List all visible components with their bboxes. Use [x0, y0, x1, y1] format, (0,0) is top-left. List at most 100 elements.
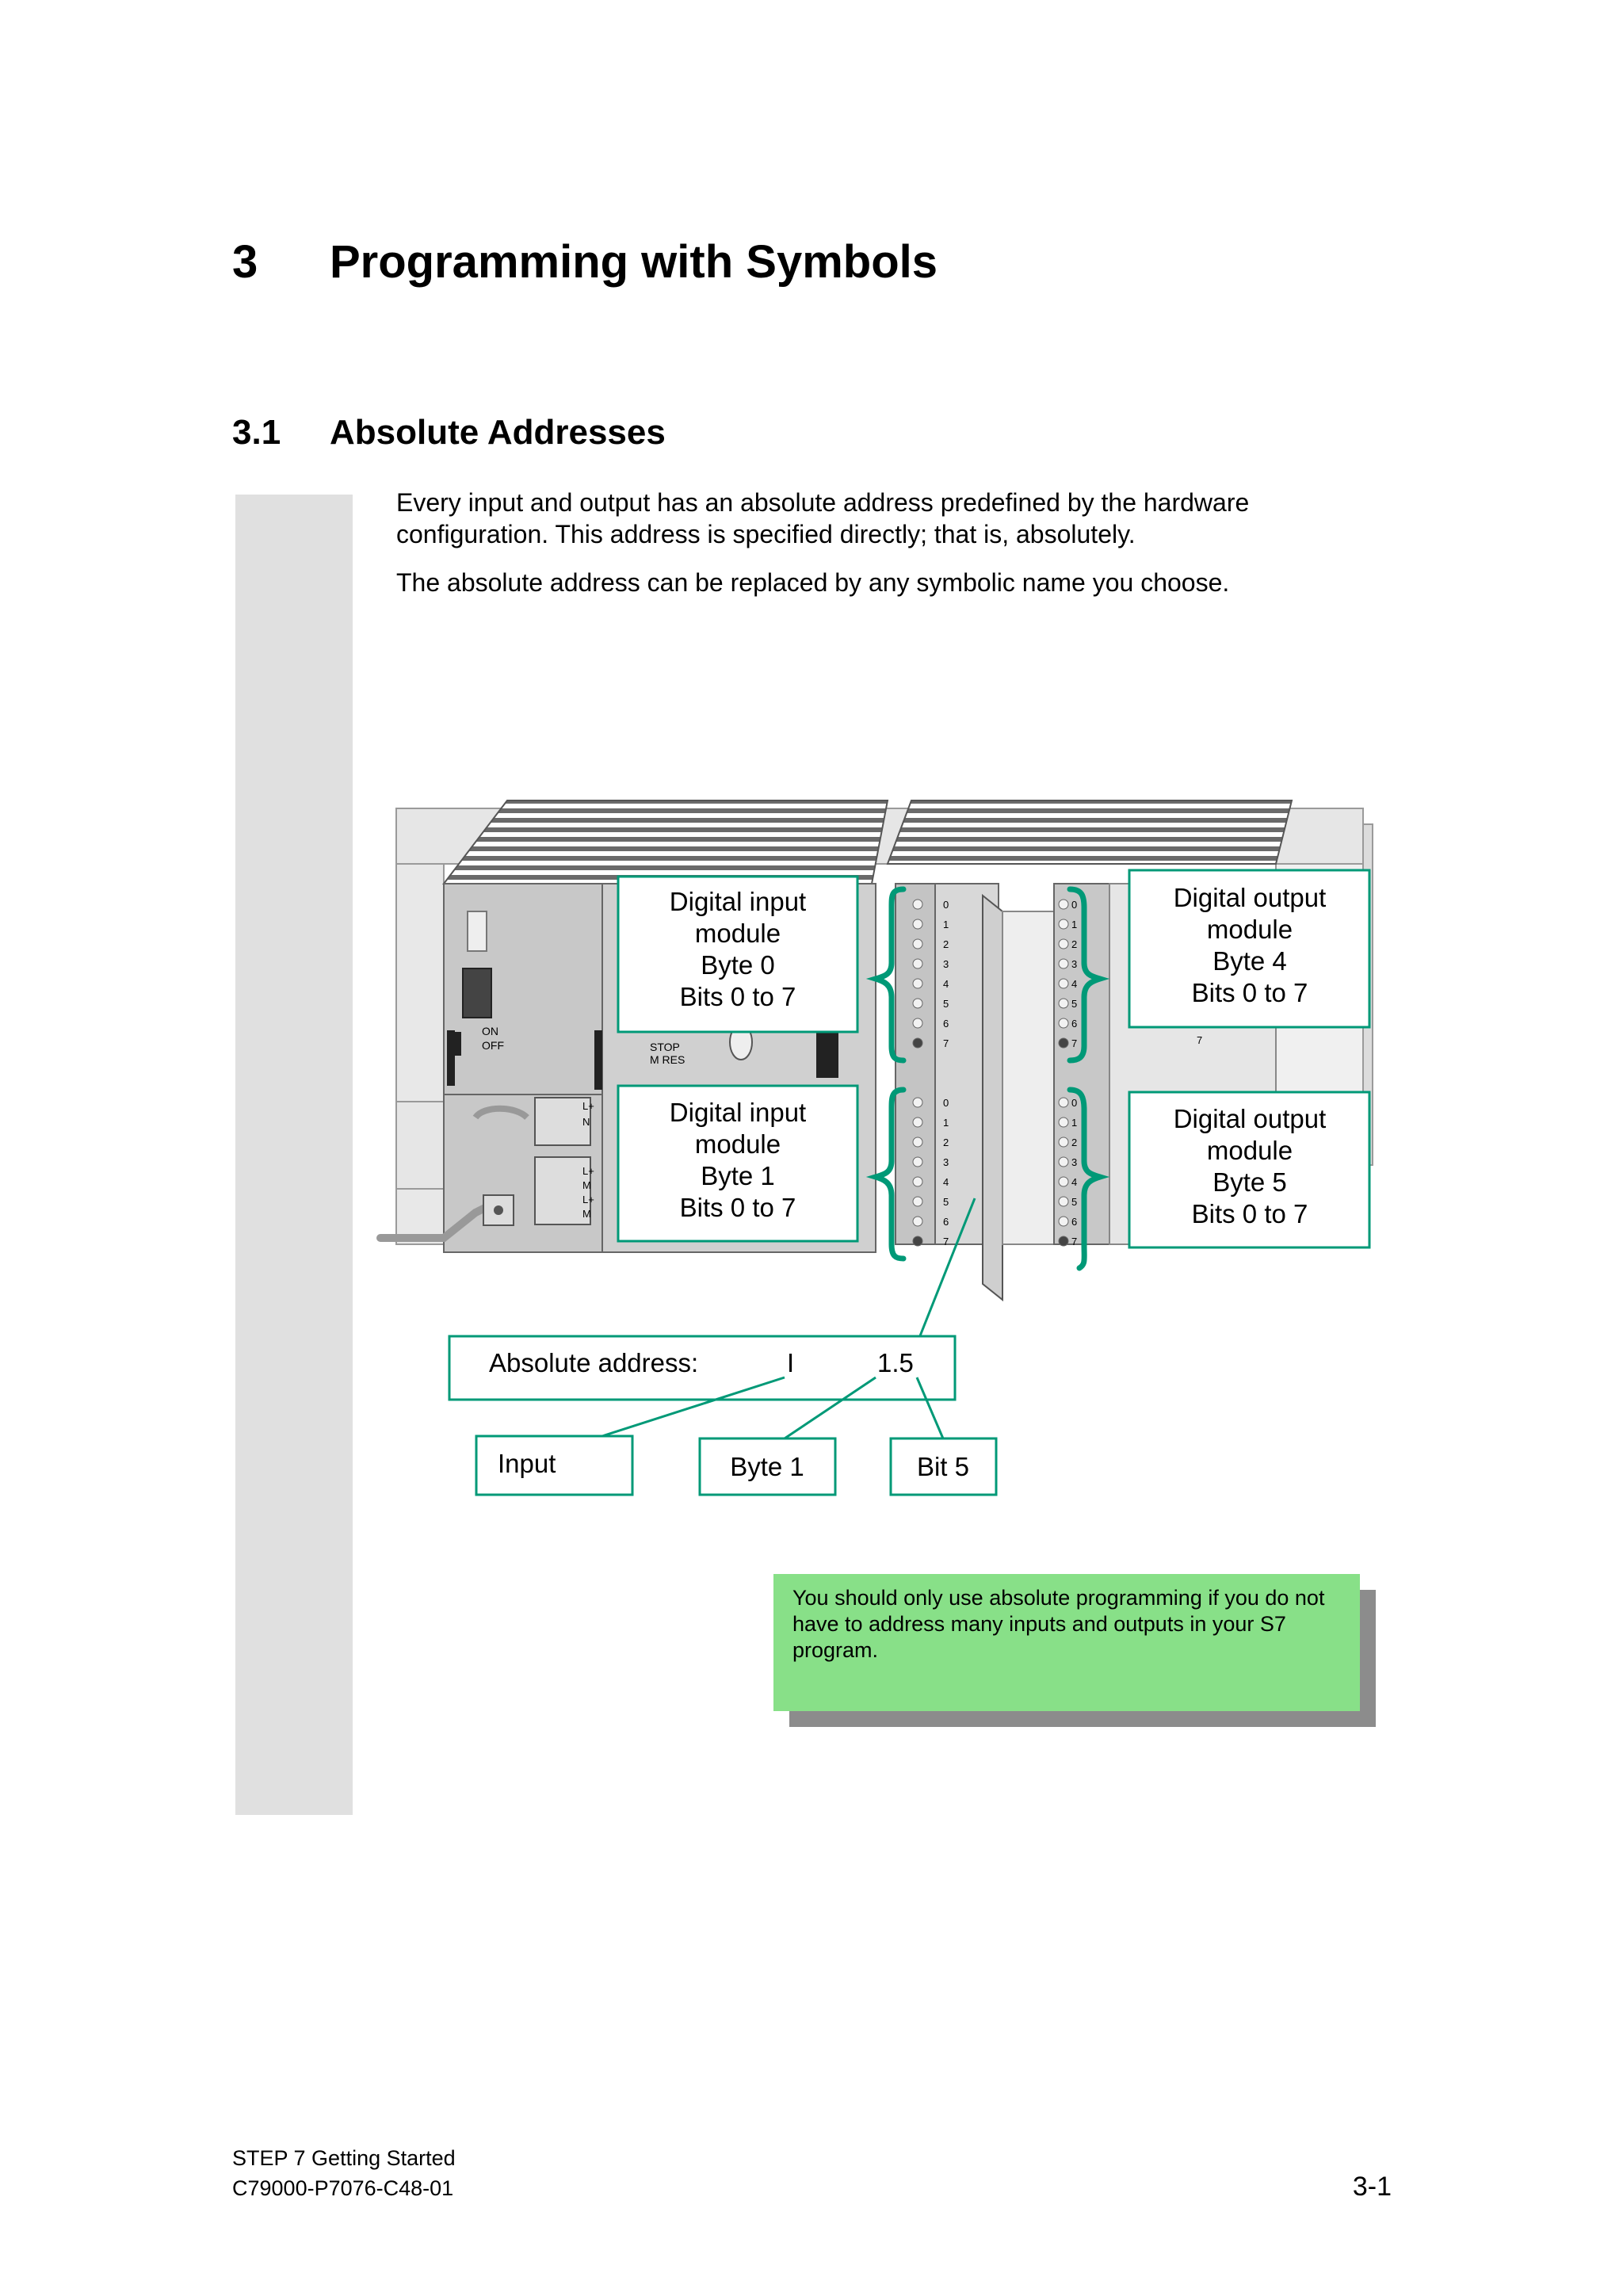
- bit-number: 3: [1071, 1156, 1077, 1168]
- svg-text:Byte 0: Byte 0: [701, 950, 775, 980]
- status-led-icon: [912, 1196, 923, 1207]
- part-input-box: Input: [475, 1435, 634, 1496]
- address-value: 1.5: [877, 1348, 914, 1377]
- status-led-icon: [912, 1216, 923, 1227]
- status-led-icon: [1058, 958, 1069, 969]
- byte-brackets: [865, 886, 1110, 1271]
- terminal-label: M: [582, 1208, 591, 1220]
- bit-number: 7: [1071, 1037, 1077, 1049]
- svg-text:Byte 1: Byte 1: [730, 1452, 804, 1481]
- svg-text:Digital input: Digital input: [670, 887, 806, 916]
- status-led-icon: [912, 899, 923, 910]
- bit-number: 3: [943, 1156, 949, 1168]
- section-title: Absolute Addresses: [330, 413, 666, 452]
- svg-text:Byte 5: Byte 5: [1212, 1167, 1287, 1197]
- callout-input-byte0: Digital input module Byte 0 Bits 0 to 7: [617, 875, 859, 1033]
- page-number: 3-1: [1352, 2172, 1392, 2202]
- bit-number: 0: [1071, 899, 1077, 911]
- bit-number: 4: [943, 978, 949, 990]
- bit-number: 5: [943, 998, 949, 1010]
- status-led-icon: [912, 1037, 923, 1049]
- address-operand: I: [787, 1348, 794, 1377]
- address-label: Absolute address:: [489, 1348, 698, 1377]
- bit-number: 1: [943, 919, 949, 930]
- status-led-icon: [1058, 1037, 1069, 1049]
- note-text: You should only use absolute programming…: [792, 1586, 1325, 1662]
- chapter-number: 3: [232, 236, 258, 288]
- status-led-icon: [1058, 1018, 1069, 1029]
- svg-text:Bit 5: Bit 5: [917, 1452, 969, 1481]
- off-label: OFF: [482, 1039, 504, 1052]
- chapter-title: Programming with Symbols: [330, 236, 938, 288]
- svg-text:module: module: [1207, 915, 1293, 944]
- svg-text:Input: Input: [498, 1449, 556, 1478]
- bit-number: 4: [1071, 1176, 1077, 1188]
- status-led-icon: [912, 958, 923, 969]
- svg-text:Digital input: Digital input: [670, 1098, 806, 1127]
- status-led-icon: [1058, 998, 1069, 1009]
- bit-number: 6: [943, 1018, 949, 1030]
- status-led-icon: [1058, 1216, 1069, 1227]
- bit-number: 0: [943, 899, 949, 911]
- bit-number: 5: [943, 1196, 949, 1208]
- bit-number: 3: [1071, 958, 1077, 970]
- leader-line: [918, 1198, 976, 1339]
- note-box: You should only use absolute programming…: [773, 1574, 1360, 1711]
- bit-number: 2: [1071, 938, 1077, 950]
- status-led-icon: [1058, 919, 1069, 930]
- bit-number: 1: [943, 1117, 949, 1129]
- absolute-address-box: Absolute address: I 1.5: [448, 1335, 957, 1401]
- bit-number: 7: [1071, 1236, 1077, 1247]
- paragraph-2: The absolute address can be replaced by …: [396, 568, 1230, 597]
- status-led-icon: [912, 1117, 923, 1128]
- bit-number: 4: [943, 1176, 949, 1188]
- bit-number: 5: [1071, 998, 1077, 1010]
- mres-label: M RES: [650, 1053, 685, 1066]
- terminal-label: L+: [582, 1165, 594, 1177]
- status-led-icon: [1058, 978, 1069, 989]
- bit-number: 1: [1071, 919, 1077, 930]
- terminal-label: N: [582, 1116, 590, 1128]
- svg-text:module: module: [695, 1129, 781, 1159]
- svg-text:Byte 4: Byte 4: [1212, 946, 1287, 976]
- terminal-label: M: [582, 1179, 591, 1191]
- callout-output-byte5: Digital output module Byte 5 Bits 0 to 7: [1128, 1091, 1371, 1249]
- svg-text:Digital output: Digital output: [1174, 883, 1327, 912]
- terminal-block: L+ N L+ M L+ M: [534, 1097, 594, 1225]
- bit-number: 3: [943, 958, 949, 970]
- svg-text:Bits 0 to 7: Bits 0 to 7: [1192, 1199, 1308, 1228]
- svg-text:Bits 0 to 7: Bits 0 to 7: [680, 1193, 796, 1222]
- svg-text:Bits 0 to 7: Bits 0 to 7: [680, 982, 796, 1011]
- terminal-label: L+: [582, 1194, 594, 1205]
- status-led-icon: [1058, 938, 1069, 949]
- status-led-icon: [1058, 1176, 1069, 1187]
- svg-text:Digital output: Digital output: [1174, 1104, 1327, 1133]
- footer-title: STEP 7 Getting Started: [232, 2146, 456, 2170]
- bit-number: 6: [1071, 1216, 1077, 1228]
- bit-number: 2: [1071, 1137, 1077, 1148]
- svg-text:Bits 0 to 7: Bits 0 to 7: [1192, 978, 1308, 1007]
- part-bit-box: Bit 5: [889, 1437, 998, 1496]
- status-led-icon: [912, 1137, 923, 1148]
- status-led-icon: [912, 938, 923, 949]
- bit-number: 0: [1071, 1097, 1077, 1109]
- svg-text:module: module: [1207, 1136, 1293, 1165]
- bit-number: 7: [1197, 1034, 1202, 1046]
- part-byte-box: Byte 1: [698, 1437, 837, 1496]
- status-led-icon: [912, 998, 923, 1009]
- bit-number: 6: [943, 1216, 949, 1228]
- status-led-icon: [1058, 1097, 1069, 1108]
- margin-bar: [235, 495, 353, 1815]
- status-led-icon: [1058, 1117, 1069, 1128]
- on-label: ON: [482, 1025, 498, 1037]
- svg-text:module: module: [695, 919, 781, 948]
- bit-number: 4: [1071, 978, 1077, 990]
- bit-number: 2: [943, 938, 949, 950]
- bit-number: 1: [1071, 1117, 1077, 1129]
- bit-number: 0: [943, 1097, 949, 1109]
- paragraph-1: Every input and output has an absolute a…: [396, 488, 1250, 548]
- bit-number: 6: [1071, 1018, 1077, 1030]
- terminal-label: L+: [582, 1100, 594, 1112]
